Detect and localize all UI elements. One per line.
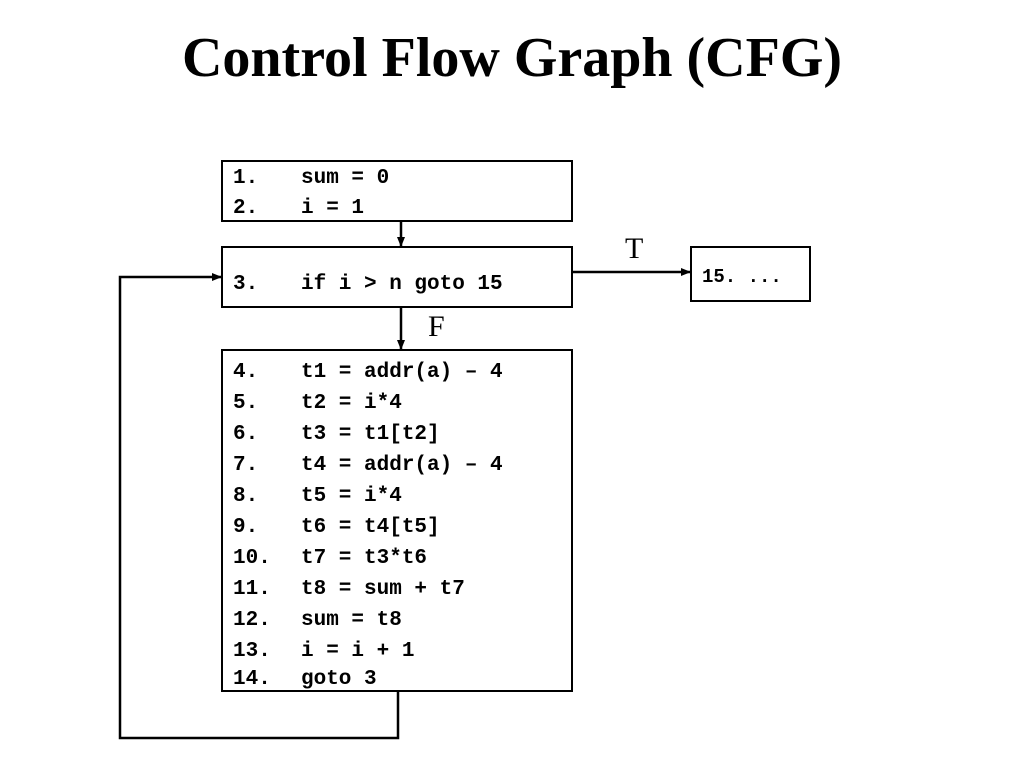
code-text: t8 = sum + t7 bbox=[301, 578, 465, 601]
line-number: 6. bbox=[233, 423, 259, 446]
code-line: 8. t5 = i*4 bbox=[233, 481, 402, 512]
code-text: t3 = t1[t2] bbox=[301, 423, 440, 446]
code-line: 10. t7 = t3*t6 bbox=[233, 543, 427, 574]
line-number: 9. bbox=[233, 516, 259, 539]
line-number: 12. bbox=[233, 609, 271, 632]
line-number: 4. bbox=[233, 361, 259, 384]
basic-block-1: 1. sum = 0 2. i = 1 bbox=[221, 160, 573, 222]
code-text: sum = t8 bbox=[301, 609, 402, 632]
line-number: 1. bbox=[233, 167, 259, 190]
code-text: t2 = i*4 bbox=[301, 392, 402, 415]
line-number: 14. bbox=[233, 668, 271, 691]
line-number: 8. bbox=[233, 485, 259, 508]
code-line: 4. t1 = addr(a) – 4 bbox=[233, 357, 503, 388]
code-line: 7. t4 = addr(a) – 4 bbox=[233, 450, 503, 481]
code-text: 15. ... bbox=[702, 266, 782, 288]
code-line: 1. sum = 0 bbox=[233, 163, 389, 194]
line-number: 3. bbox=[233, 273, 259, 296]
code-text: t1 = addr(a) – 4 bbox=[301, 361, 503, 384]
code-text: i = 1 bbox=[301, 197, 365, 220]
code-text: t6 = t4[t5] bbox=[301, 516, 440, 539]
basic-block-4: 15. ... bbox=[690, 246, 811, 302]
true-edge-label: T bbox=[625, 232, 644, 265]
line-number: 2. bbox=[233, 197, 259, 220]
false-edge-label: F bbox=[428, 310, 445, 343]
code-line: 2. i = 1 bbox=[233, 193, 364, 224]
basic-block-2: 3. if i > n goto 15 bbox=[221, 246, 573, 308]
code-line: 12. sum = t8 bbox=[233, 605, 402, 636]
code-text: goto 3 bbox=[301, 668, 377, 691]
line-number: 13. bbox=[233, 640, 271, 663]
code-text: t4 = addr(a) – 4 bbox=[301, 454, 503, 477]
code-text: sum = 0 bbox=[301, 167, 390, 190]
edge-back-b3-to-b2 bbox=[118, 273, 400, 740]
page-title: Control Flow Graph (CFG) bbox=[181, 27, 843, 89]
code-line: 14. goto 3 bbox=[233, 664, 377, 695]
line-number: 11. bbox=[233, 578, 271, 601]
code-text: if i > n goto 15 bbox=[301, 273, 503, 296]
code-line: 6. t3 = t1[t2] bbox=[233, 419, 440, 450]
code-text: i = i + 1 bbox=[301, 640, 415, 663]
code-line: 5. t2 = i*4 bbox=[233, 388, 402, 419]
code-line: 3. if i > n goto 15 bbox=[233, 269, 503, 300]
code-line: 13. i = i + 1 bbox=[233, 636, 414, 667]
line-number: 5. bbox=[233, 392, 259, 415]
code-text: t7 = t3*t6 bbox=[301, 547, 428, 570]
code-line: 11. t8 = sum + t7 bbox=[233, 574, 465, 605]
code-line: 9. t6 = t4[t5] bbox=[233, 512, 440, 543]
line-number: 10. bbox=[233, 547, 271, 570]
line-number: 7. bbox=[233, 454, 259, 477]
code-text: t5 = i*4 bbox=[301, 485, 402, 508]
code-line: 15. ... bbox=[702, 262, 782, 293]
basic-block-3: 4. t1 = addr(a) – 4 5. t2 = i*4 6. t3 = t1[… bbox=[221, 349, 573, 692]
